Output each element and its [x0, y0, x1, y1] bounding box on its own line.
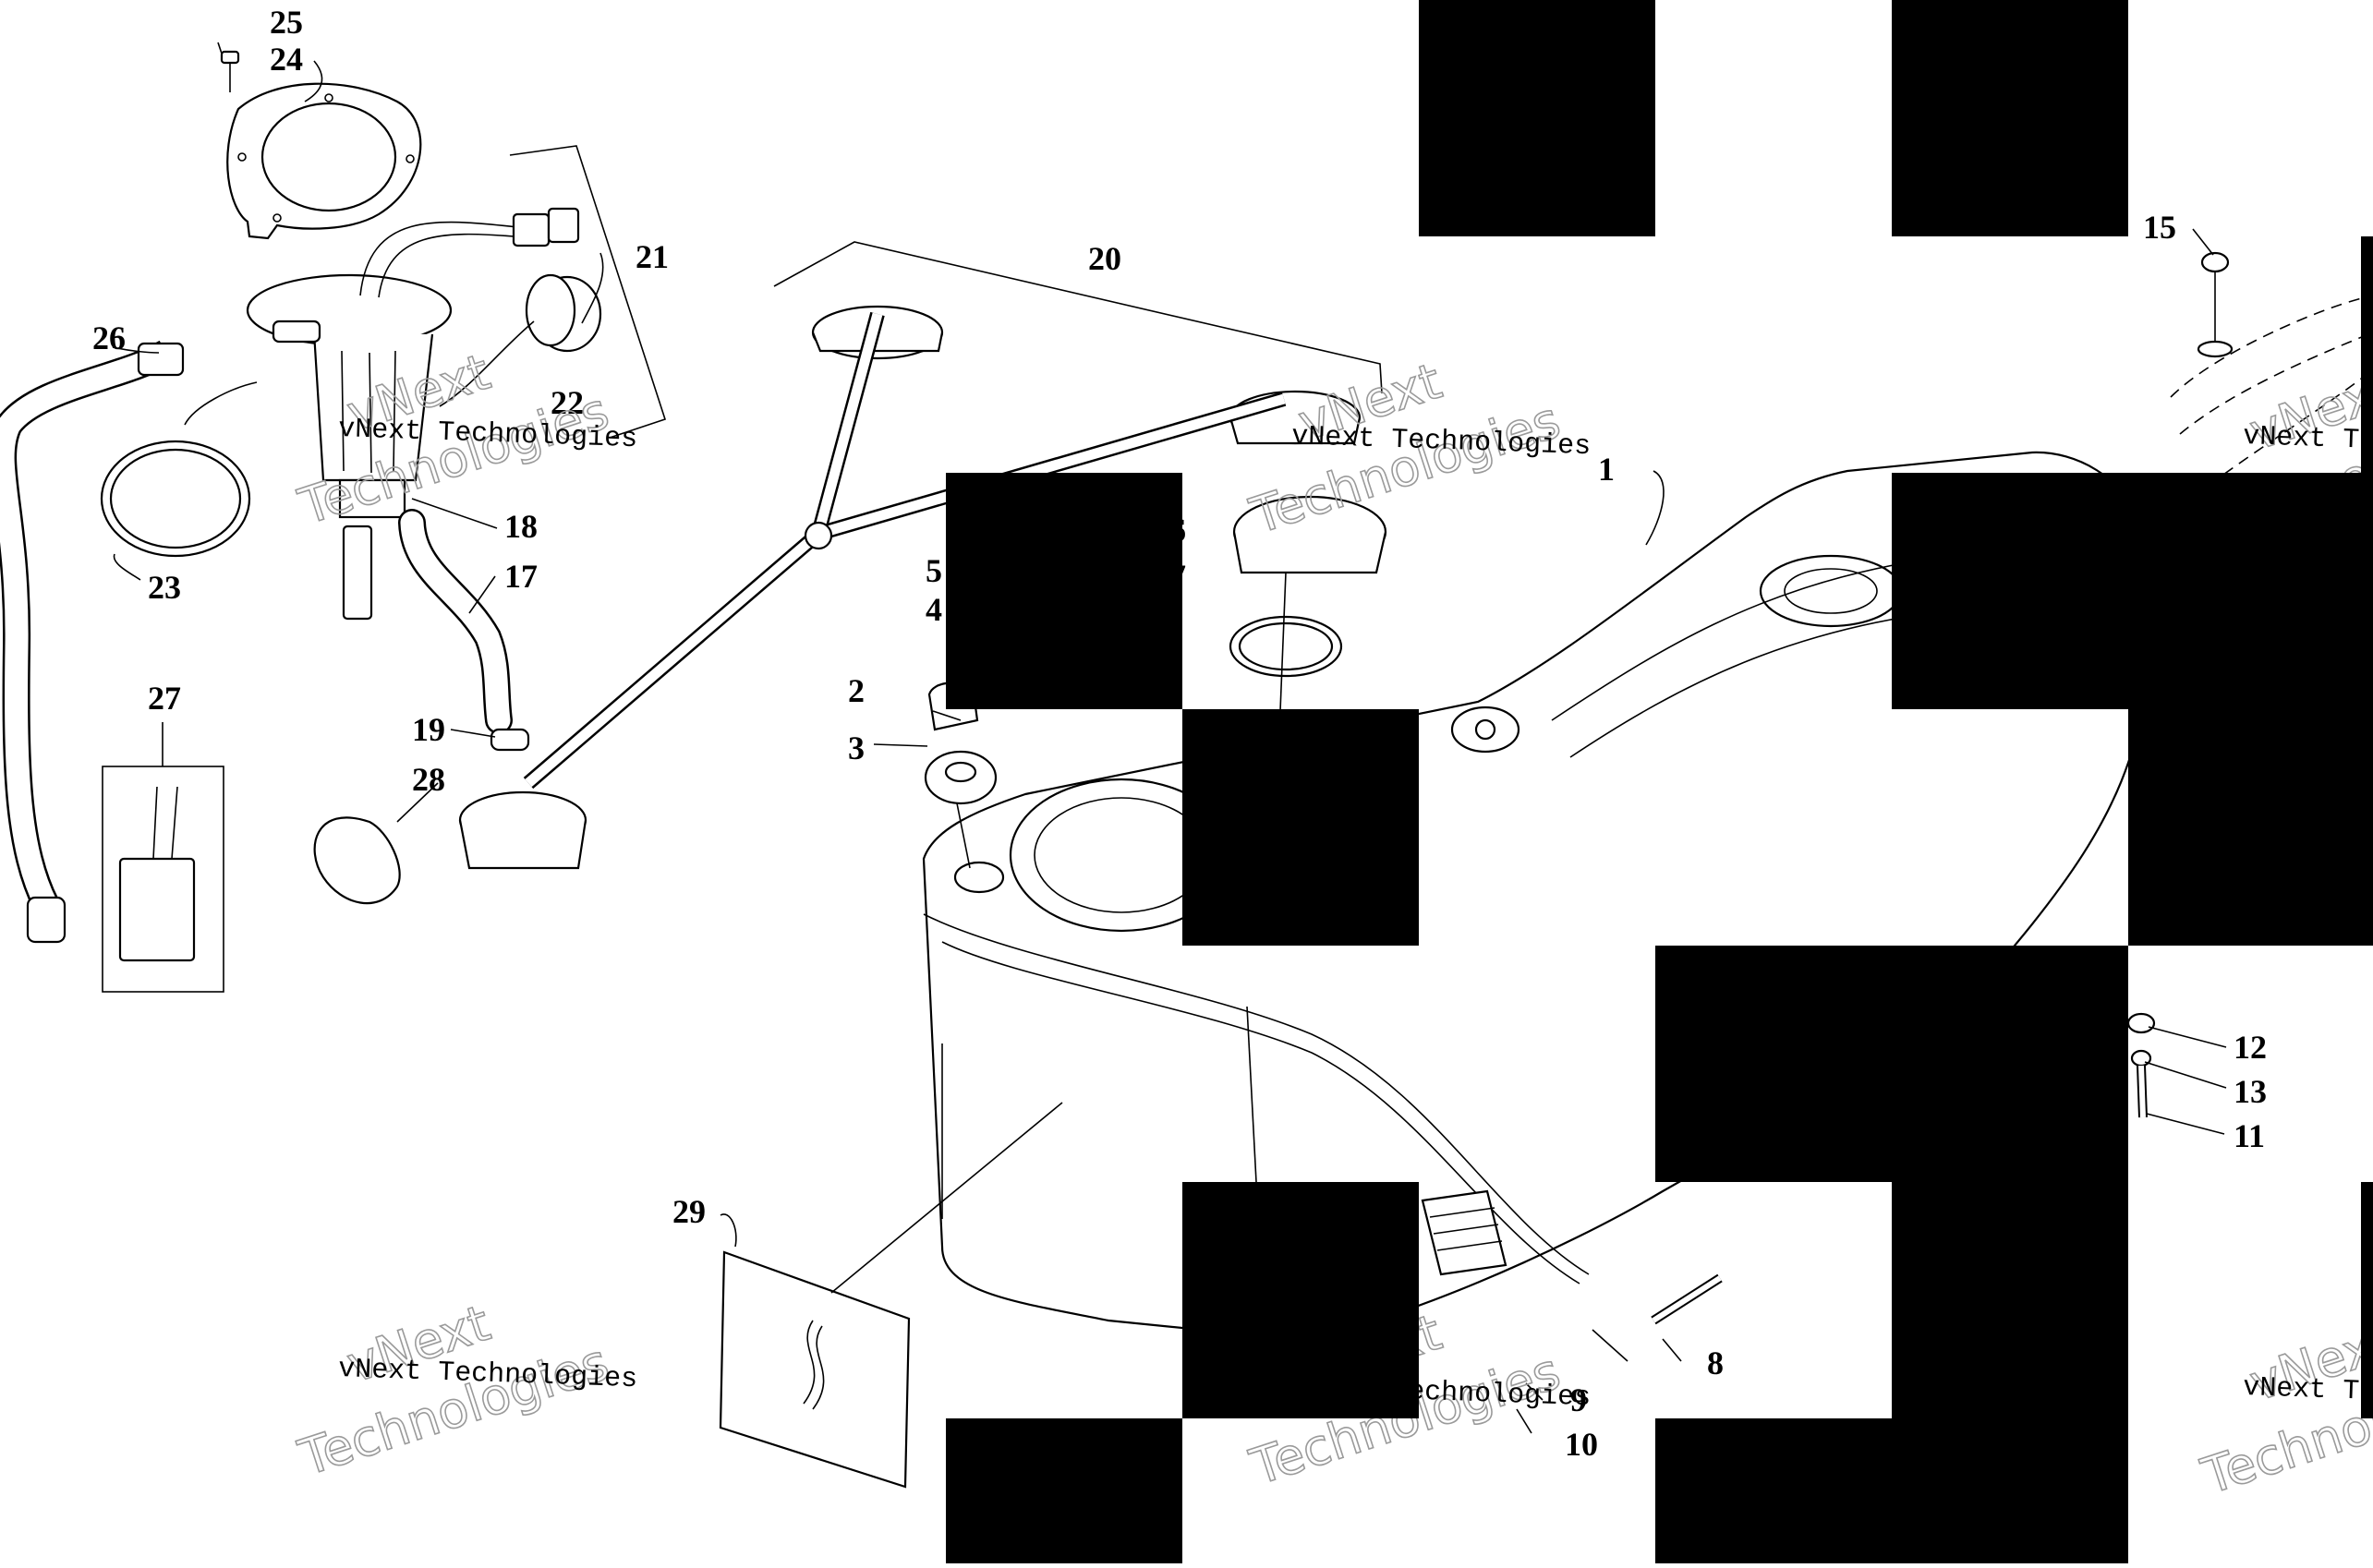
callout-27: 27 [148, 680, 181, 717]
callout-28: 28 [412, 761, 445, 798]
redaction-block [2128, 473, 2373, 709]
callout-labels: 1 2 3 4 5 6 7 8 9 10 11 12 13 15 17 18 1… [92, 4, 2267, 1463]
callout-26: 26 [92, 320, 126, 356]
fuel-pump-assembly [220, 50, 602, 621]
redaction-block [1182, 1182, 1419, 1418]
callout-21: 21 [636, 238, 669, 275]
callout-11: 11 [2234, 1117, 2265, 1154]
callout-18: 18 [504, 508, 538, 545]
redaction-block [1892, 473, 2128, 709]
redaction-block [946, 473, 1182, 709]
callout-17: 17 [504, 558, 538, 595]
callout-9: 9 [1570, 1381, 1587, 1418]
redaction-block [1892, 0, 2128, 236]
callout-19: 19 [412, 711, 445, 748]
callout-20: 20 [1088, 240, 1121, 277]
callout-23: 23 [148, 569, 181, 606]
redaction-block [1655, 1418, 2128, 1563]
redaction-block [1419, 0, 1655, 236]
callout-2: 2 [848, 672, 865, 709]
callout-5: 5 [926, 552, 942, 589]
callout-12: 12 [2234, 1029, 2267, 1066]
callout-25: 25 [270, 4, 303, 41]
redaction-block [2361, 236, 2373, 473]
redaction-block [1655, 946, 2128, 1182]
redaction-block [946, 1418, 1182, 1563]
callout-13: 13 [2234, 1073, 2267, 1110]
vent-line-assembly [458, 241, 1383, 870]
callout-22: 22 [551, 384, 584, 421]
callout-24: 24 [270, 41, 303, 78]
callout-4: 4 [926, 591, 942, 628]
callout-10: 10 [1565, 1426, 1598, 1463]
redaction-block [2128, 709, 2373, 946]
leader-lines [112, 42, 2227, 1434]
callout-15: 15 [2143, 209, 2176, 246]
redaction-blocks [946, 0, 2373, 1563]
callout-1: 1 [1598, 451, 1615, 488]
redaction-block [1182, 709, 1419, 946]
callout-8: 8 [1707, 1345, 1724, 1381]
callout-29: 29 [672, 1193, 706, 1230]
fuel-tank [922, 451, 2145, 1341]
redaction-block [1892, 1182, 2128, 1418]
redaction-block [2361, 1182, 2373, 1418]
callout-3: 3 [848, 730, 865, 766]
